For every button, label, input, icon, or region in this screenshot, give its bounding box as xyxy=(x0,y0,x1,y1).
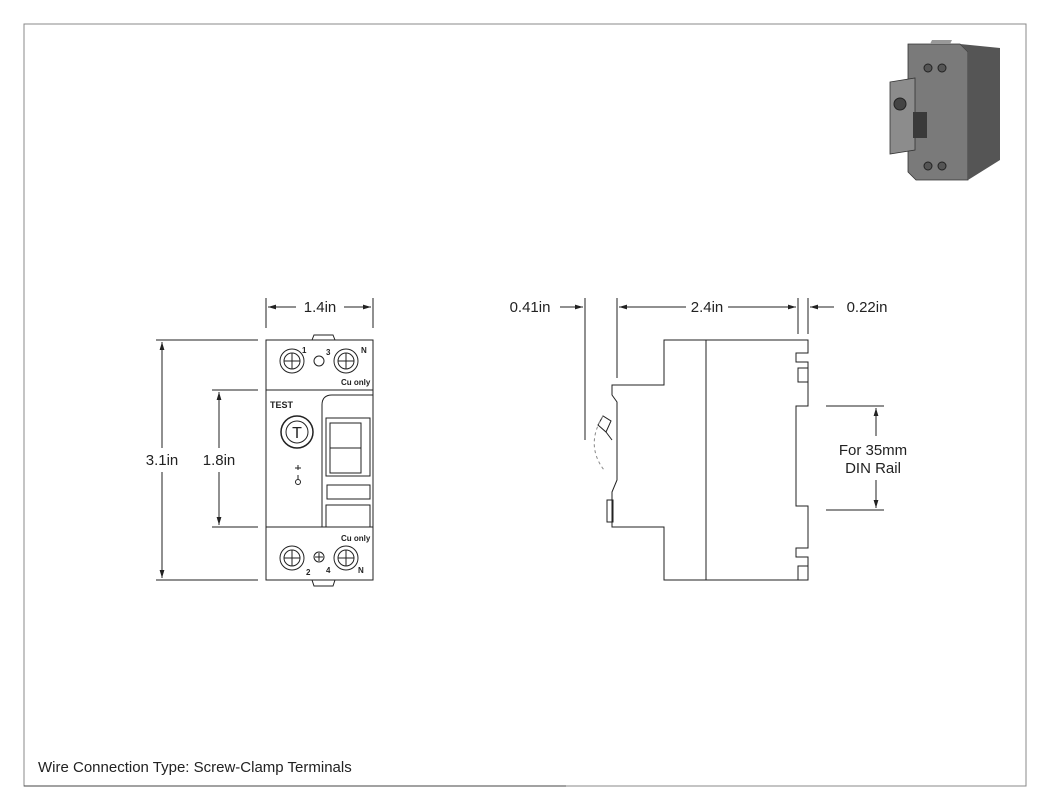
front-top-clip xyxy=(311,334,336,341)
side-lever-stem xyxy=(605,431,613,441)
test-button-outer xyxy=(280,415,314,449)
side-left-dim-label: 0.41in xyxy=(510,299,551,316)
front-view xyxy=(265,334,374,587)
side-clip-bottom xyxy=(606,499,614,523)
side-view xyxy=(593,339,809,581)
wire-connection-note: Wire Connection Type: Screw-Clamp Termin… xyxy=(38,759,352,776)
terminal-label-4: 4 xyxy=(326,566,331,575)
front-width-label: 1.4in xyxy=(304,299,337,316)
side-depth-dim-label: 2.4in xyxy=(691,299,724,316)
front-width-dimension xyxy=(265,298,374,328)
top-right-screw-terminal xyxy=(333,348,359,374)
front-height-dimension xyxy=(156,339,258,581)
inner-height-dimension xyxy=(212,389,258,528)
terminal-label-n-top: N xyxy=(361,346,367,355)
front-height-label: 3.1in xyxy=(146,452,179,469)
din-rail-note-line2: DIN Rail xyxy=(845,460,901,477)
terminal-label-3: 3 xyxy=(326,348,331,357)
test-button-inner xyxy=(285,420,309,444)
bottom-indicator-screw xyxy=(313,551,325,563)
toggle-base xyxy=(325,504,371,527)
front-middle-panel xyxy=(321,394,373,527)
rail-slot-bottom xyxy=(797,565,809,581)
side-right-dim-label: 0.22in xyxy=(847,299,888,316)
top-indicator-hole xyxy=(313,355,325,367)
din-rail-note-line1: For 35mm xyxy=(839,442,907,459)
cu-only-label-top: Cu only xyxy=(341,378,371,387)
toggle-lever-frame xyxy=(325,417,371,477)
front-body-outline xyxy=(265,339,374,581)
din-rail-dimension xyxy=(826,405,884,511)
cu-only-label-bottom: Cu only xyxy=(341,534,371,543)
terminal-label-n-bottom: N xyxy=(358,566,364,575)
terminal-label-2: 2 xyxy=(306,568,311,577)
product-3d-thumbnail xyxy=(889,40,1000,181)
test-label: TEST xyxy=(270,400,294,410)
inner-height-label: 1.8in xyxy=(203,452,236,469)
terminal-label-1: 1 xyxy=(302,346,307,355)
bottom-left-screw-terminal xyxy=(279,545,305,571)
rail-slot-top xyxy=(797,367,809,383)
test-button-letter: T xyxy=(292,425,302,442)
side-top-dimension xyxy=(560,298,834,440)
side-lever-arc xyxy=(593,415,605,471)
on-off-symbol-icon xyxy=(295,465,301,485)
toggle-window xyxy=(326,484,371,500)
top-left-screw-terminal xyxy=(279,348,305,374)
sheet-border xyxy=(23,23,1027,787)
front-bottom-clip xyxy=(311,579,336,587)
bottom-right-screw-terminal xyxy=(333,545,359,571)
side-body-profile xyxy=(611,339,809,581)
side-lever xyxy=(597,415,612,433)
